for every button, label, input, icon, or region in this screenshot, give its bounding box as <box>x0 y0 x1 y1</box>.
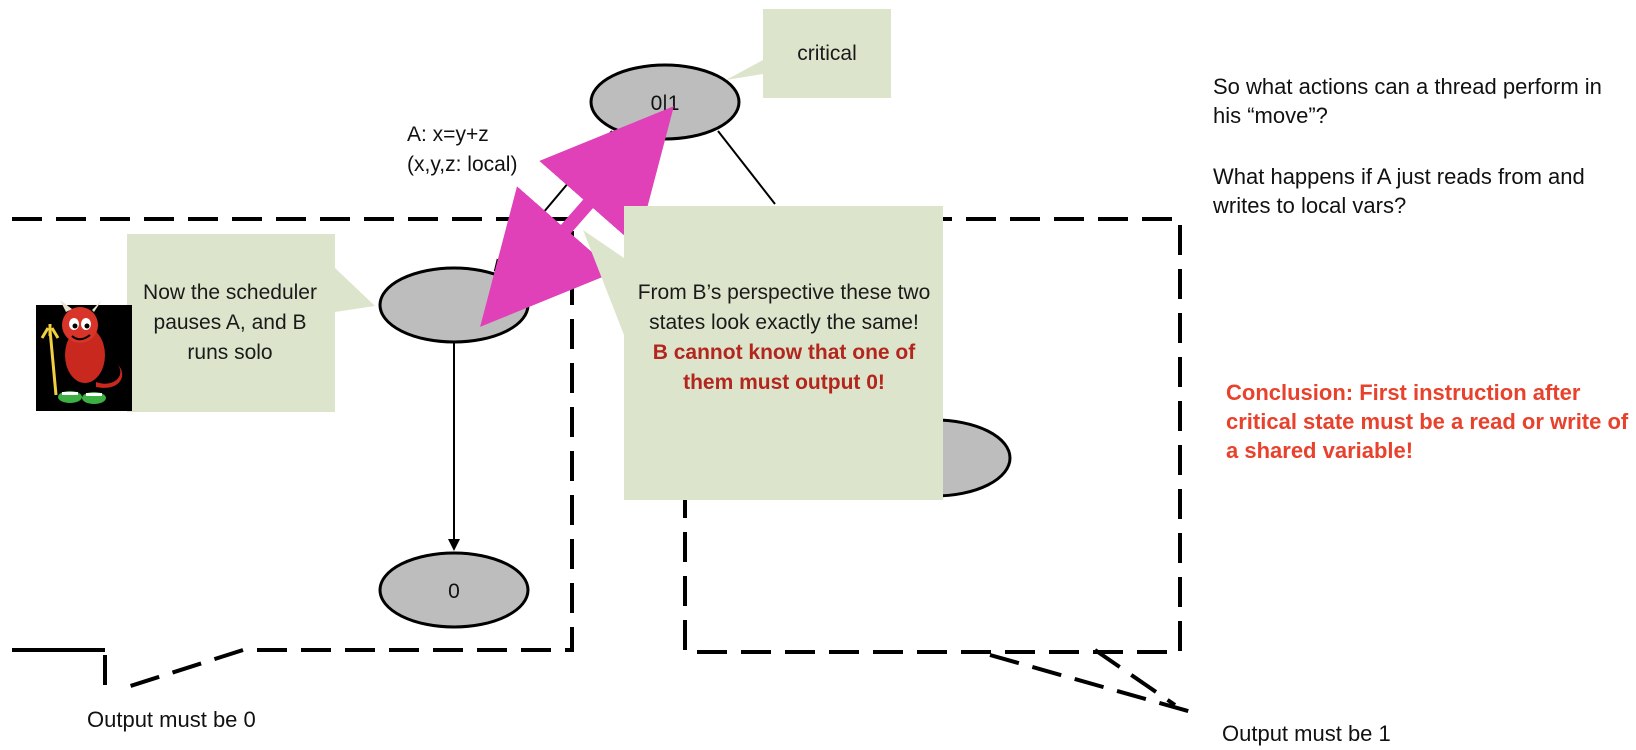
left-subtree-region <box>12 217 574 692</box>
indistinguishable-states-arrow <box>480 106 674 327</box>
critical-callout-text: critical <box>797 42 857 65</box>
scheduler-callout <box>127 234 375 412</box>
state-node-root-label: 0|1 <box>651 92 680 115</box>
perspective-emphasis: B cannot know that one of them must outp… <box>652 341 916 394</box>
perspective-statement: From B’s perspective these two states lo… <box>637 281 931 334</box>
right-output-label: Output must be 1 <box>1222 721 1391 746</box>
move-a-locals-note: (x,y,z: local) <box>407 153 518 176</box>
state-node-output-zero <box>378 551 530 629</box>
perspective-callout-text: From B’s perspective these two states lo… <box>634 278 934 398</box>
perspective-callout <box>583 206 943 500</box>
question-thread-move: So what actions can a thread perform in … <box>1213 74 1602 128</box>
move-a-instruction: A: x=y+z <box>407 123 489 146</box>
right-region-tail <box>989 648 1196 715</box>
scheduler-callout-text: Now the scheduler pauses A, and B runs s… <box>143 281 317 364</box>
left-output-label: Output must be 0 <box>87 707 256 732</box>
state-node-output-zero-label: 0 <box>448 580 460 603</box>
right-subtree-region <box>683 217 1182 654</box>
state-node-left <box>378 266 530 344</box>
conclusion-text: Conclusion: First instruction after crit… <box>1226 380 1629 463</box>
bsd-daemon-mascot-icon <box>36 300 132 411</box>
critical-callout <box>726 9 891 98</box>
question-local-vars: What happens if A just reads from and wr… <box>1213 164 1585 218</box>
edge-root-to-right <box>717 130 776 205</box>
